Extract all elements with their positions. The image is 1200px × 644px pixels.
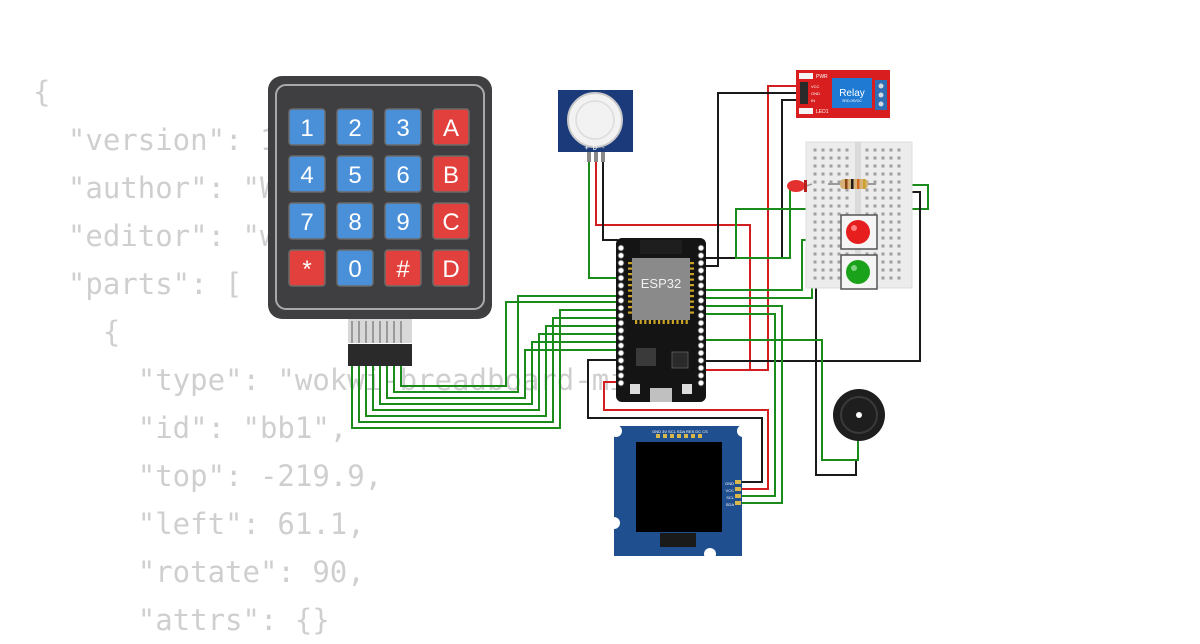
oled-vcc-wire [603, 381, 769, 490]
relay-pin-gnd: GND [811, 91, 820, 96]
code-line: { [33, 75, 51, 109]
keypad-key-d[interactable]: D [432, 249, 470, 287]
relay-gnd-wire [704, 92, 800, 267]
pir-motion-sensor: + D - [558, 90, 633, 162]
keypad-key-9[interactable]: 9 [384, 202, 422, 240]
keypad-key-c[interactable]: C [432, 202, 470, 240]
keypad-key-7[interactable]: 7 [288, 202, 326, 240]
keypad-key-label: 3 [396, 115, 409, 142]
oled-header-pins [656, 434, 702, 438]
code-line: "rotate": 90, [33, 555, 365, 589]
keypad-key-label: 6 [396, 162, 409, 189]
red-led [787, 180, 813, 192]
relay-led-label: LED1 [816, 109, 829, 115]
keypad-key-label: 5 [348, 162, 361, 189]
keypad-key-label: 1 [300, 115, 313, 142]
keypad-key-0[interactable]: 0 [336, 249, 374, 287]
relay-sub-label: SRD-05VDC [842, 99, 862, 103]
keypad-key-5[interactable]: 5 [336, 155, 374, 193]
esp32-en-button [682, 384, 692, 394]
led-wire [735, 185, 807, 259]
oled-header-labels: GND 3V SCL SDA RES DC CS [652, 429, 708, 434]
relay-label: Relay [839, 88, 865, 99]
keypad-key-label: A [443, 115, 459, 142]
keypad-key-label: 8 [348, 209, 361, 236]
esp32-pins-left [617, 244, 625, 387]
pir-pin-labels: + D - [584, 144, 605, 152]
code-line: "id": "bb1", [33, 411, 348, 445]
keypad-key-label: 7 [300, 209, 313, 236]
keypad-key-label: B [443, 162, 459, 189]
oled-scl-wire [704, 313, 776, 497]
keypad-key-label: * [302, 256, 311, 283]
keypad-key-star[interactable]: * [288, 249, 326, 287]
oled-sda-wire [704, 305, 783, 504]
relay-vcc-wire [704, 85, 800, 371]
keypad-key-8[interactable]: 8 [336, 202, 374, 240]
keypad-rim [275, 84, 485, 310]
buzzer [833, 389, 885, 441]
code-line: "parts": [ [33, 267, 243, 301]
esp32-usb-port [650, 388, 672, 402]
code-line: "left": 61.1, [33, 507, 365, 541]
breadboard-holes [813, 148, 901, 280]
keypad-key-label: D [442, 256, 459, 283]
esp32-module-pins [628, 262, 694, 324]
keypad-key-2[interactable]: 2 [336, 108, 374, 146]
keypad-4x4: 1 2 3 A 4 5 6 B 7 8 9 C * 0 # D [268, 76, 492, 366]
oled-screen [636, 442, 722, 532]
keypad-key-hash[interactable]: # [384, 249, 422, 287]
push-button-green[interactable] [840, 254, 878, 290]
relay-module: PWR LED1 VCC GND IN Relay SRD-05VDC [796, 70, 890, 118]
keypad-wires [351, 295, 618, 429]
push-button-green-cap [846, 260, 870, 284]
keypad-key-label: 0 [348, 256, 361, 283]
breadboard-gnd-wire [704, 191, 921, 362]
keypad-key-label: 9 [396, 209, 409, 236]
esp32-pins-right [697, 244, 705, 387]
keypad-key-label: 2 [348, 115, 361, 142]
keypad-key-3[interactable]: 3 [384, 108, 422, 146]
esp32-label: ESP32 [641, 276, 681, 291]
resistor-wire [735, 184, 929, 250]
relay-pin-in: IN [811, 98, 815, 103]
keypad-key-label: C [442, 209, 459, 236]
push-button-red[interactable] [840, 214, 878, 250]
relay-pin-header [800, 82, 808, 104]
keypad-key-4[interactable]: 4 [288, 155, 326, 193]
circuit-diagram: 1 2 3 A 4 5 6 B 7 8 9 C * 0 # D + D - PWR LED1 VCC GND … [268, 70, 929, 560]
oled-flex-cable [660, 533, 696, 547]
keypad-connector-pins [351, 321, 402, 343]
relay-pwr-label: PWR [816, 74, 828, 80]
oled-pin-sda: SDA [726, 502, 735, 507]
pir-gnd-wire [602, 152, 618, 241]
esp32-usb-chip [671, 351, 689, 369]
oled-display: GND 3V SCL SDA RES DC CS GND VCC SCL SDA [608, 425, 749, 560]
code-line: { [33, 315, 121, 349]
keypad-header [348, 344, 412, 366]
code-line: "version": 1, [33, 123, 295, 157]
keypad-key-a[interactable]: A [432, 108, 470, 146]
esp32-boot-button [630, 384, 640, 394]
oled-gnd-wire [587, 359, 763, 483]
oled-pin-gnd: GND [725, 481, 734, 486]
oled-pin-scl: SCL [726, 495, 735, 500]
esp32-antenna [640, 240, 682, 254]
keypad-key-label: 4 [300, 162, 313, 189]
code-line: "top": -219.9, [33, 459, 383, 493]
push-button-red-cap [846, 220, 870, 244]
pir-signal-wire [588, 152, 618, 279]
keypad-key-b[interactable]: B [432, 155, 470, 193]
relay-pin-vcc: VCC [811, 84, 820, 89]
relay-coil [832, 78, 872, 108]
oled-pin-vcc: VCC [726, 488, 735, 493]
keypad-keys: 1 2 3 A 4 5 6 B 7 8 9 C * 0 # D [288, 108, 470, 287]
resistor [828, 179, 876, 189]
esp32-regulator [636, 348, 656, 366]
esp32-module-shield [632, 258, 690, 320]
keypad-key-label: # [396, 256, 410, 283]
keypad-key-1[interactable]: 1 [288, 108, 326, 146]
keypad-key-6[interactable]: 6 [384, 155, 422, 193]
esp32-devkit: ESP32 [616, 238, 706, 402]
